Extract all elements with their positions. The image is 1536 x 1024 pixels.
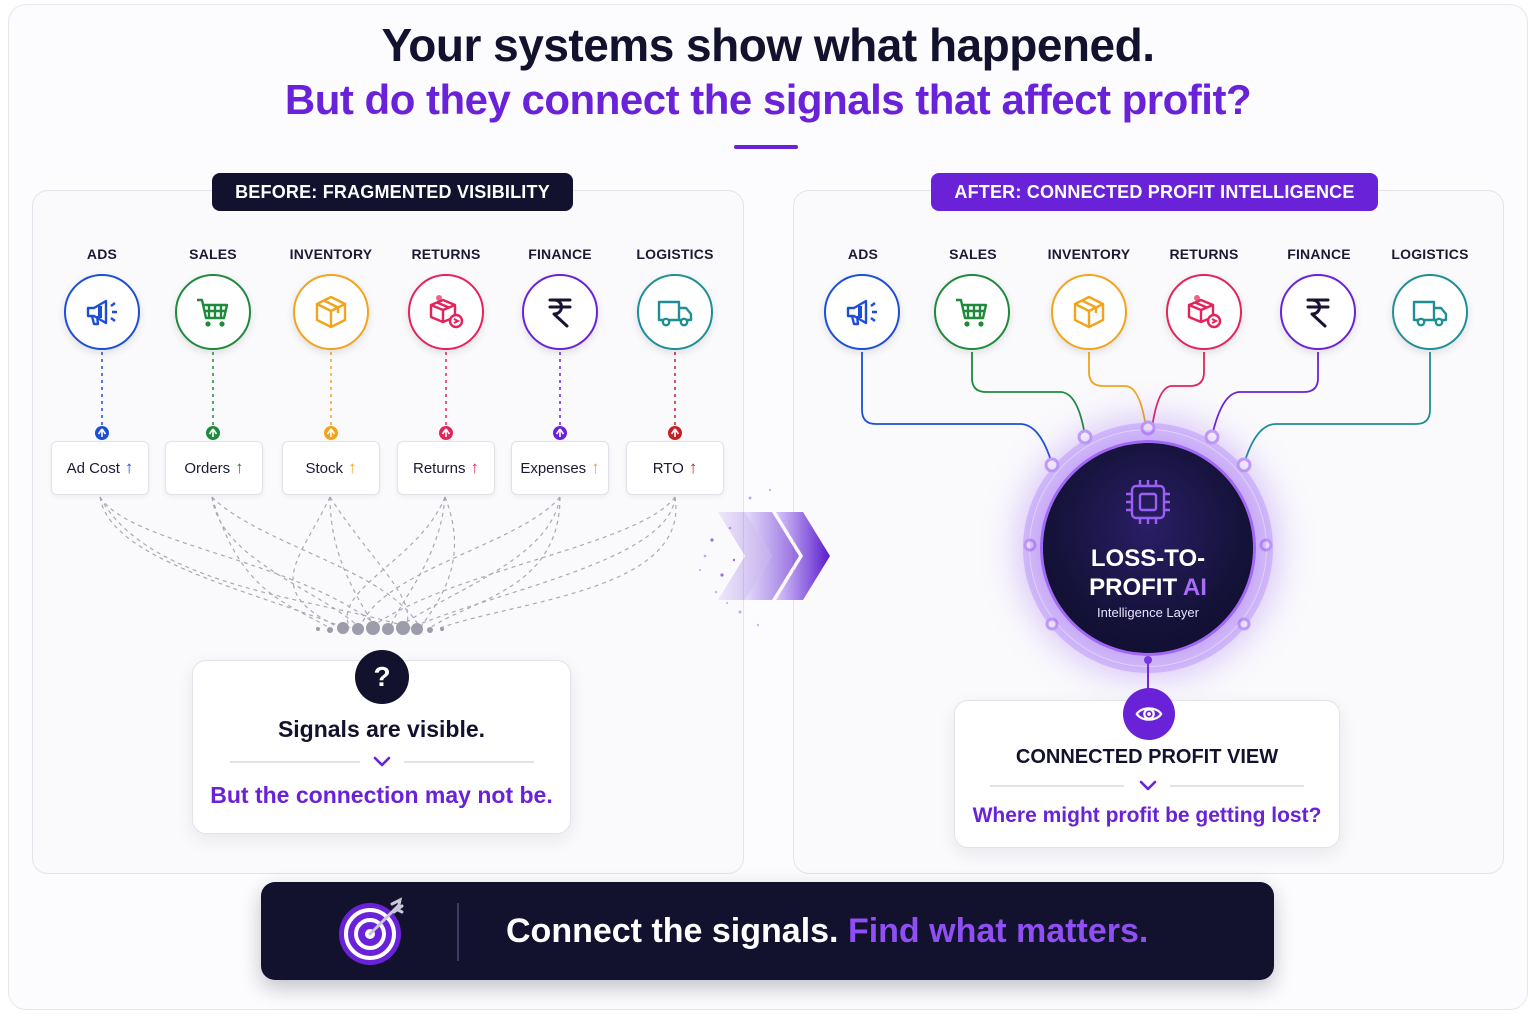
after-ads-circle [824,274,900,350]
metric-returns: Returns↑ [397,441,495,495]
connected-card-title: CONNECTED PROFIT VIEW [1015,746,1279,768]
after-label-ads: ADS [847,246,879,262]
after-label-sales: SALES [949,246,997,262]
up-arrow-icon: ↑ [124,458,134,477]
title-underline [734,145,798,149]
after-label-finance: FINANCE [1287,246,1351,262]
metric-expenses: Expenses↑ [511,441,609,495]
box-icon [1073,295,1105,329]
core-title: LOSS-TO- PROFIT AI [1040,544,1256,602]
up-arrow-icon: ↑ [591,458,600,477]
question-icon: ? [355,650,409,704]
eye-icon [1135,707,1163,721]
before-label-finance: FINANCE [528,246,592,262]
page-subtitle: But do they connect the signals that aff… [284,76,1252,123]
up-arrow-icon: ↑ [688,458,698,477]
connected-card-subtitle: Where might profit be getting lost? [972,804,1322,827]
before-logistics-circle [637,274,713,350]
after-sales-circle [934,274,1010,350]
before-sales-circle [175,274,251,350]
metric-label: Expenses [520,459,587,477]
truck-icon [1412,300,1448,327]
metric-ad-cost: Ad Cost↑ [51,441,149,495]
up-arrow-icon: ↑ [348,458,357,477]
cta-banner [261,882,1274,980]
metric-label: Ad Cost [66,459,120,477]
banner-text-accent: Find what matters. [847,912,1149,950]
after-inventory-circle [1051,274,1127,350]
up-arrow-icon: ↑ [235,458,244,477]
core-title-line2: PROFIT AI [1040,573,1256,602]
after-returns-circle [1166,274,1242,350]
metric-label: Stock [305,459,343,477]
before-label-logistics: LOGISTICS [636,246,714,262]
after-label-logistics: LOGISTICS [1391,246,1469,262]
megaphone-icon [846,299,877,326]
after-label-inventory: INVENTORY [1047,246,1131,262]
metric-label: Returns [412,459,466,477]
banner-divider [457,903,459,961]
metric-label: Orders [184,459,231,477]
metric-orders: Orders↑ [165,441,263,495]
cart-icon [956,298,988,327]
metric-stock: Stock ↑ [282,441,380,495]
before-label-ads: ADS [86,246,118,262]
core-subtitle: Intelligence Layer [1097,605,1199,620]
rupee-icon [1306,298,1330,328]
after-logistics-circle [1392,274,1468,350]
after-label: AFTER: CONNECTED PROFIT INTELLIGENCE [931,173,1378,211]
up-arrow-icon: ↑ [470,458,480,477]
fragmented-card-title: Signals are visible. [277,716,486,742]
target-icon [339,897,404,965]
banner-text-main: Connect the signals. [506,912,839,950]
before-ads-circle [64,274,140,350]
page-title: Your systems show what happened. [381,19,1156,71]
ai-core [1040,440,1256,656]
card-divider-chevron [990,780,1304,791]
rupee-icon [548,298,572,328]
cart-icon [197,298,229,327]
before-label-sales: SALES [189,246,237,262]
before-label-returns: RETURNS [411,246,481,262]
return-box-icon [1187,295,1222,329]
before-finance-circle [522,274,598,350]
chip-icon [1126,480,1170,524]
card-divider-chevron [230,756,534,767]
eye-badge [1123,688,1175,740]
before-inventory-circle [293,274,369,350]
metric-rto: RTO↑ [626,441,724,495]
before-label-inventory: INVENTORY [289,246,373,262]
truck-icon [657,300,693,327]
before-label: BEFORE: FRAGMENTED VISIBILITY [212,173,573,211]
return-box-icon [429,295,464,329]
core-title-profit: PROFIT [1089,574,1178,601]
box-icon [315,295,347,329]
metric-label: RTO [652,459,684,477]
core-title-ai: AI [1182,574,1207,601]
before-returns-circle [408,274,484,350]
after-label-returns: RETURNS [1169,246,1239,262]
banner-tagline: Connect the signals. Find what matters. [506,912,1148,951]
core-title-line1: LOSS-TO- [1090,545,1206,572]
megaphone-icon [86,299,117,326]
after-finance-circle [1280,274,1356,350]
fragmented-card-subtitle: But the connection may not be. [210,782,553,808]
